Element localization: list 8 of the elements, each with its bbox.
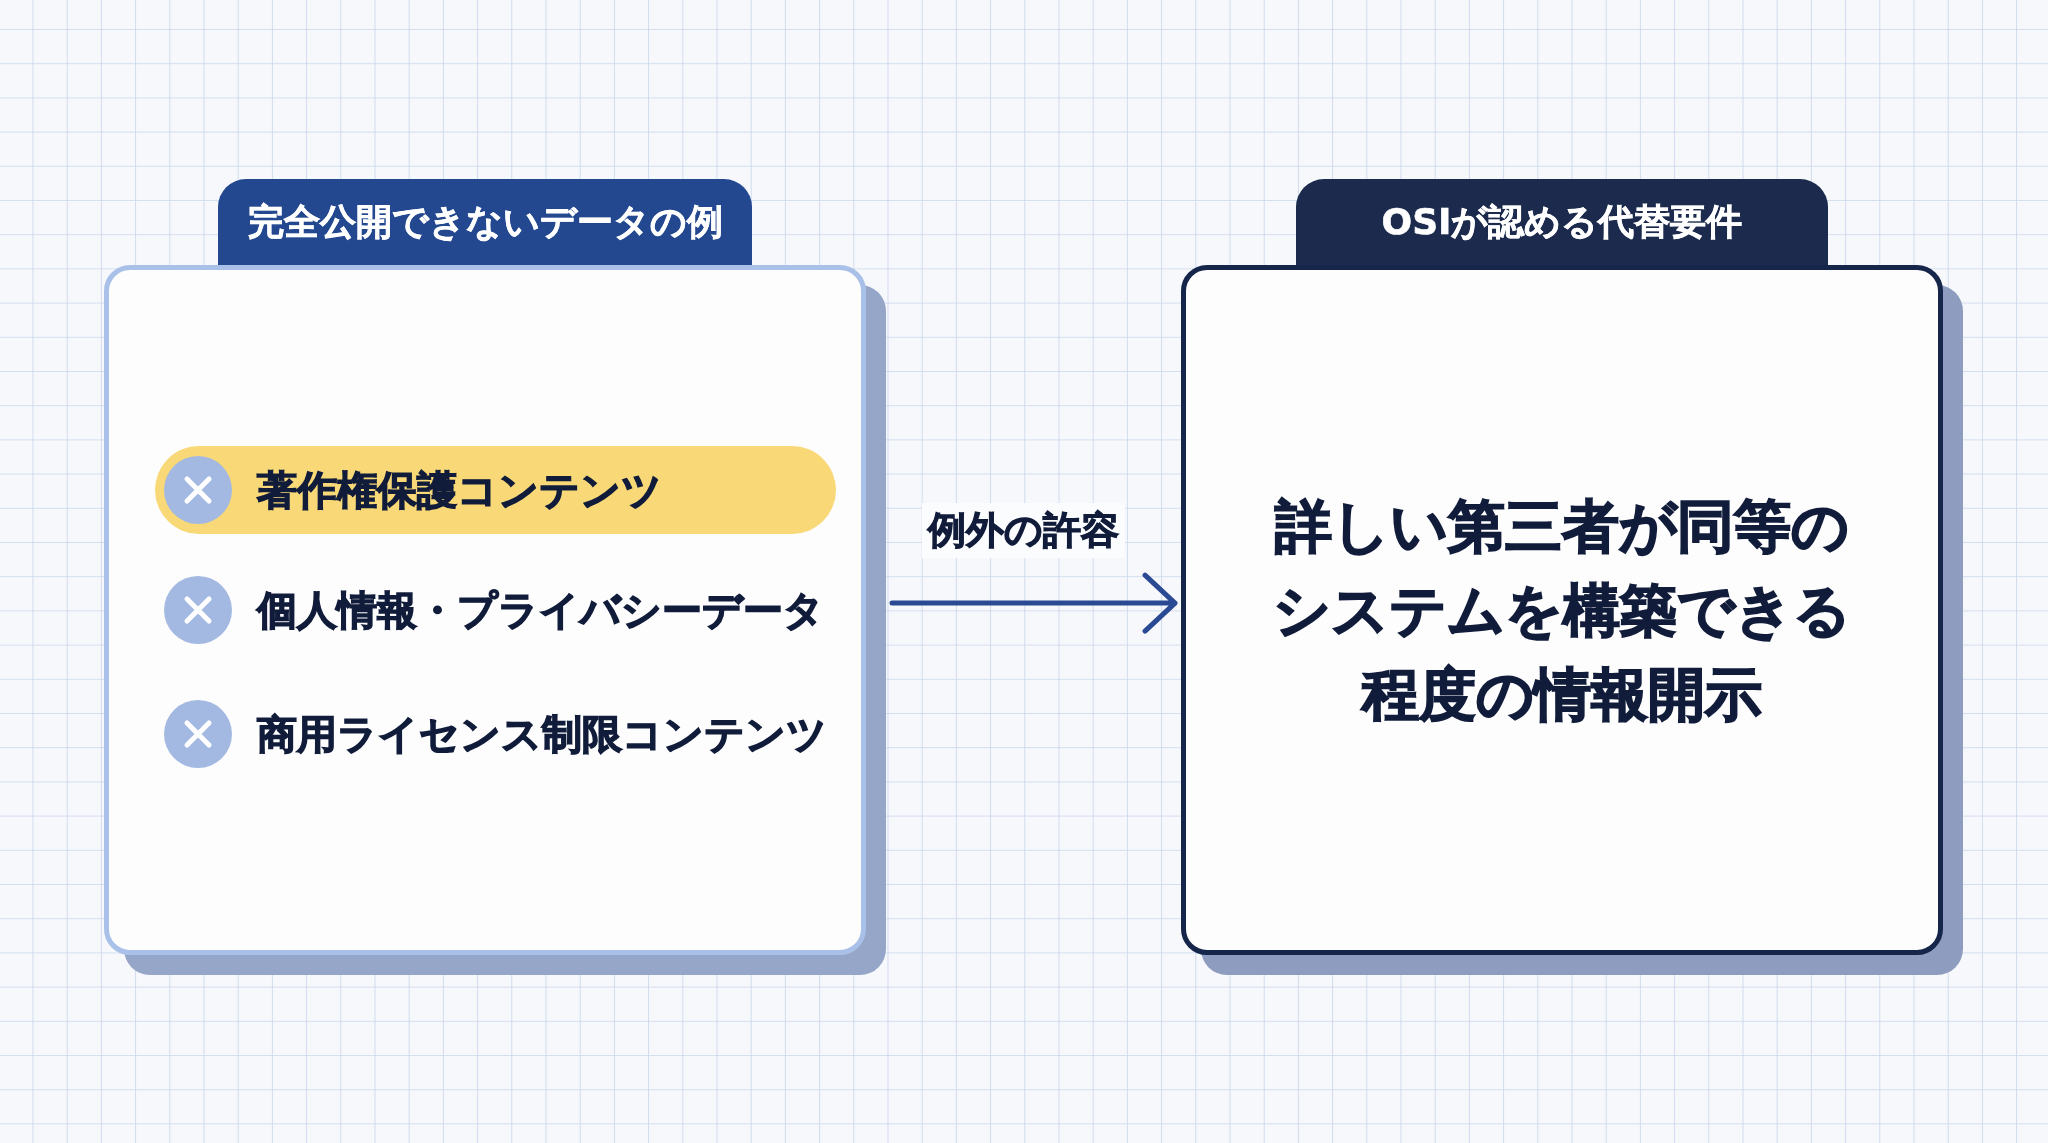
item-text: 個人情報・プライバシーデータ xyxy=(257,585,824,635)
body-text: 詳しい第三者が同等のシステムを構築できる程度の情報開示 xyxy=(1272,492,1852,729)
heading-tab: OSIが認める代替要件 xyxy=(1296,179,1828,265)
item-text: 著作権保護コンテンツ xyxy=(257,465,662,515)
item-text: 商用ライセンス制限コンテンツ xyxy=(257,709,827,759)
edge-label: 例外の許容 xyxy=(922,502,1125,558)
arrow xyxy=(889,572,1178,634)
heading-tab: 完全公開できないデータの例 xyxy=(218,179,752,265)
